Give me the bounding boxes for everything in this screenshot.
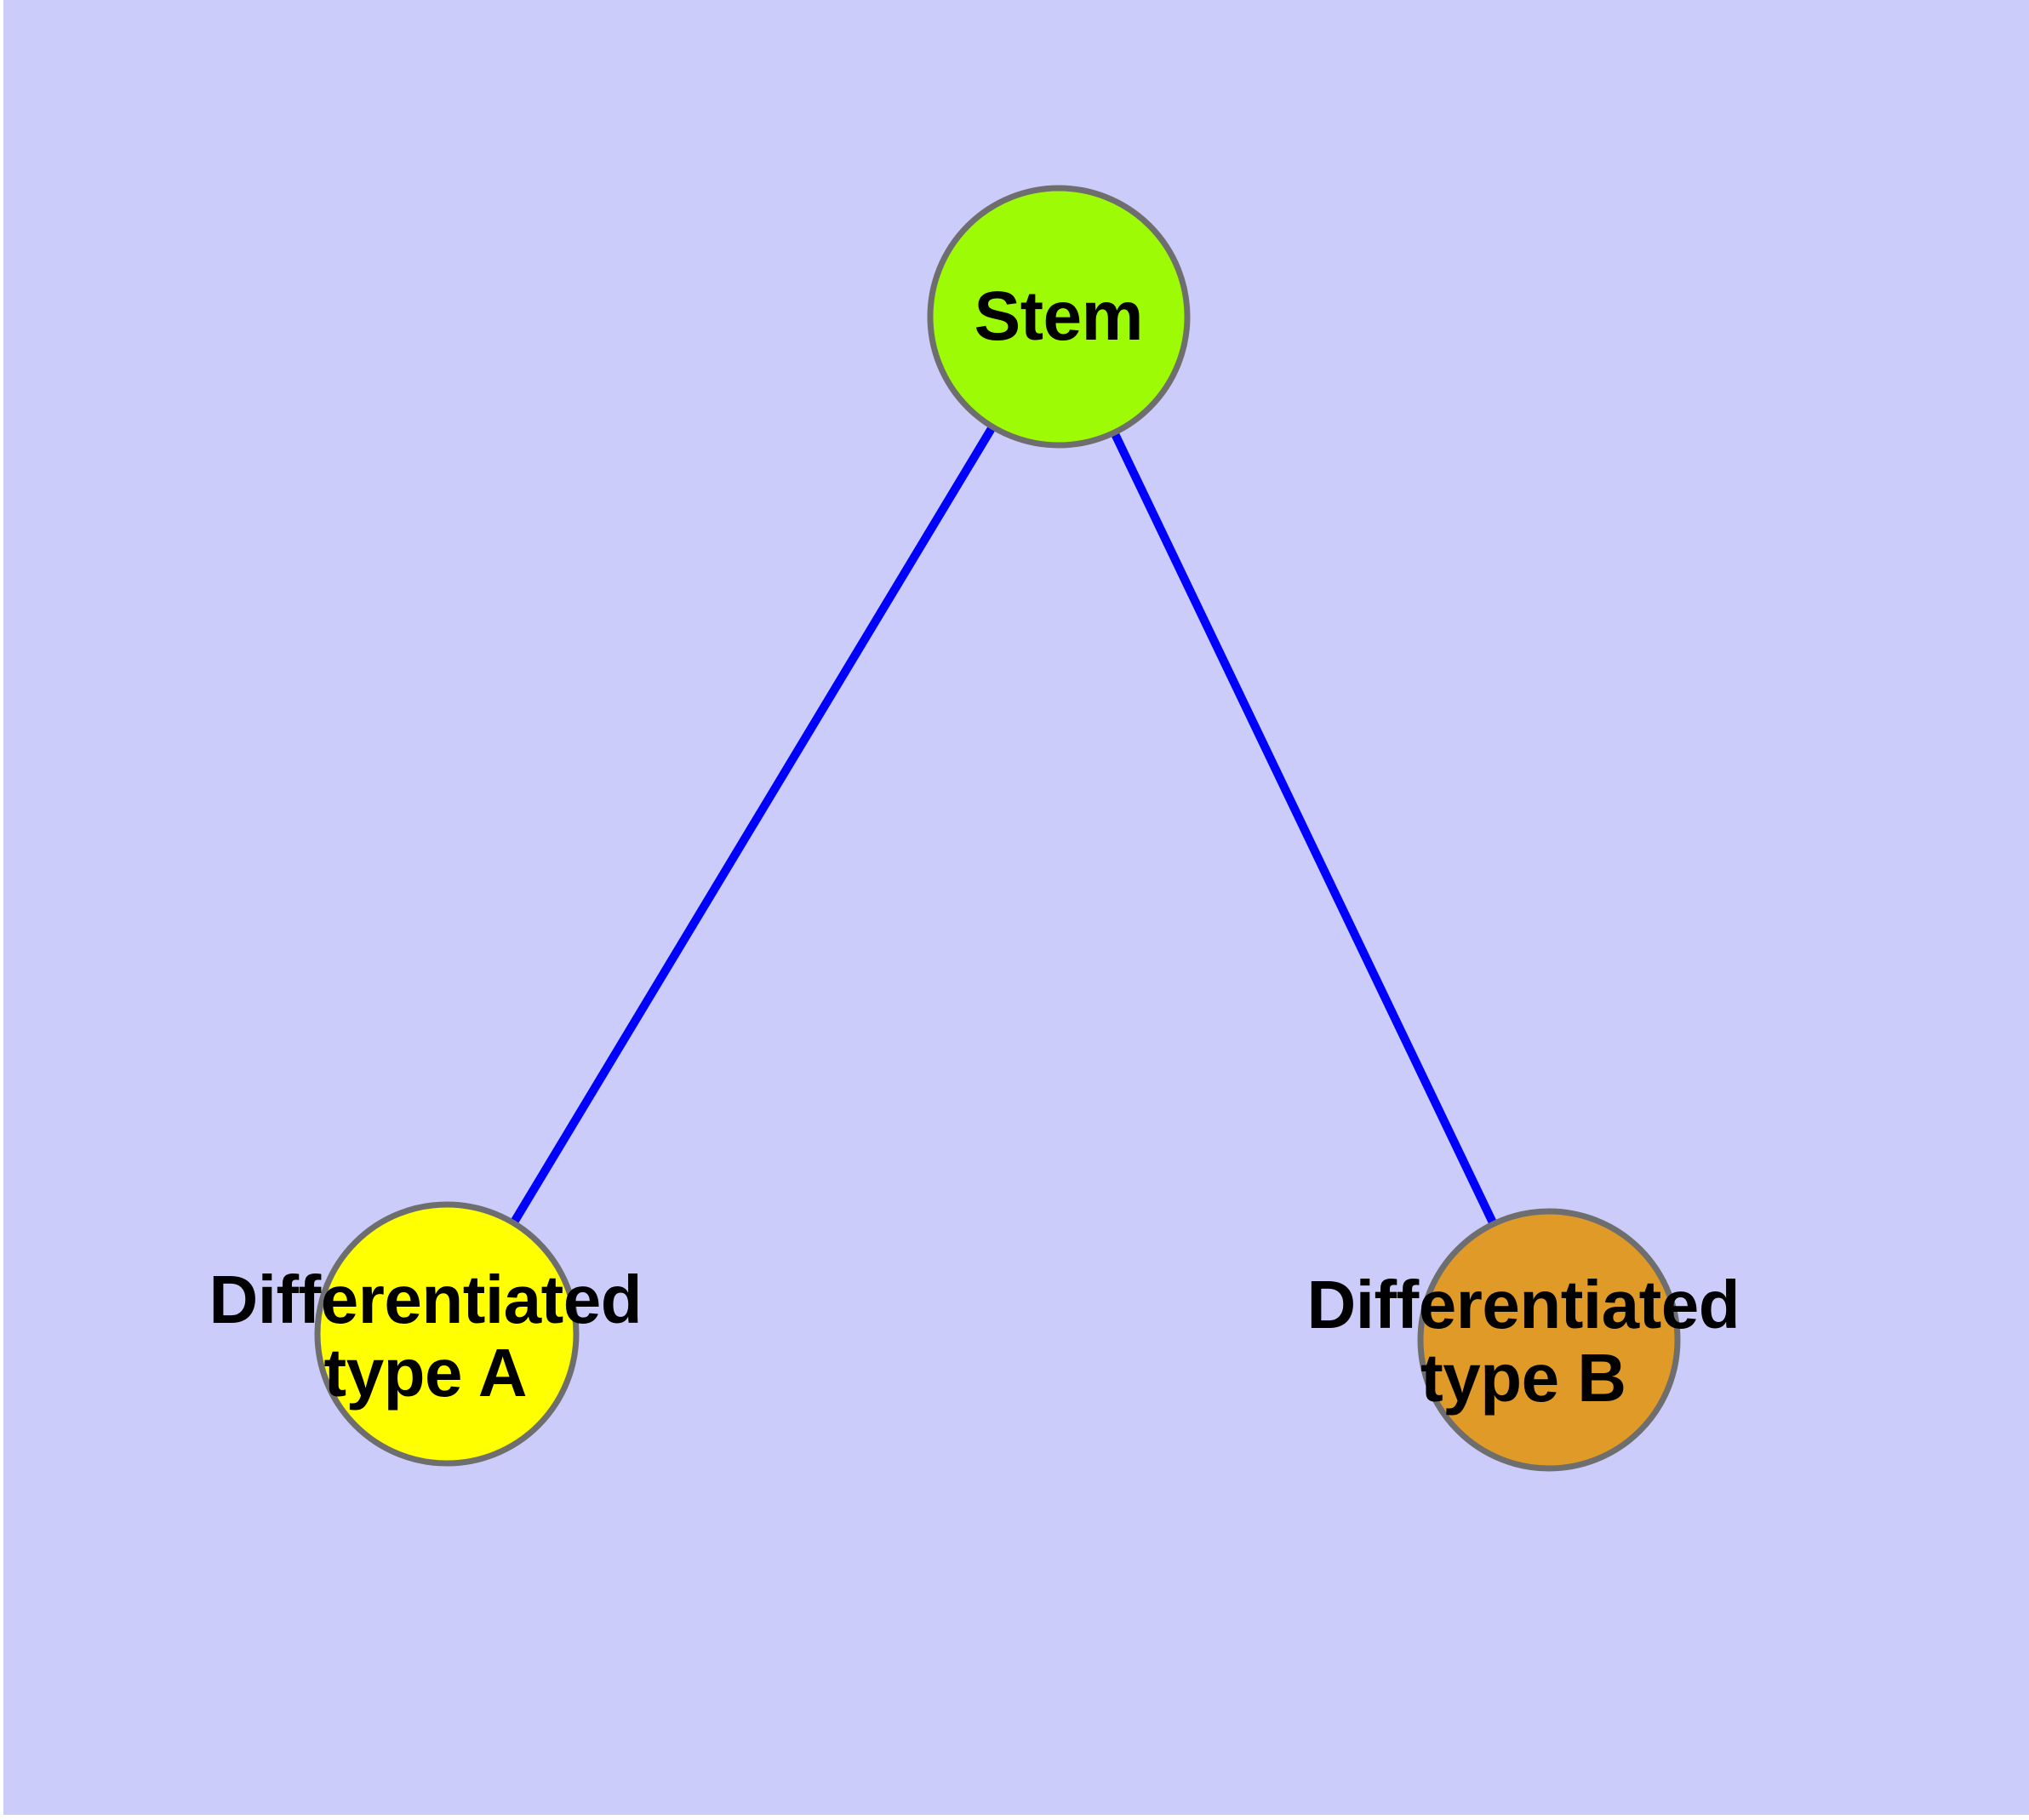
node-layer (314, 185, 1681, 1472)
graph-edge-stem-to-a[interactable] (443, 312, 1063, 1338)
edge-layer (443, 312, 1553, 1344)
graph-node-diff-a[interactable] (314, 1201, 580, 1467)
graph-node-diff-b[interactable] (1417, 1208, 1681, 1472)
graph-edge-stem-to-b[interactable] (1055, 312, 1553, 1344)
graph-svg (314, 185, 1681, 1472)
graph-node-stem[interactable] (927, 185, 1191, 449)
